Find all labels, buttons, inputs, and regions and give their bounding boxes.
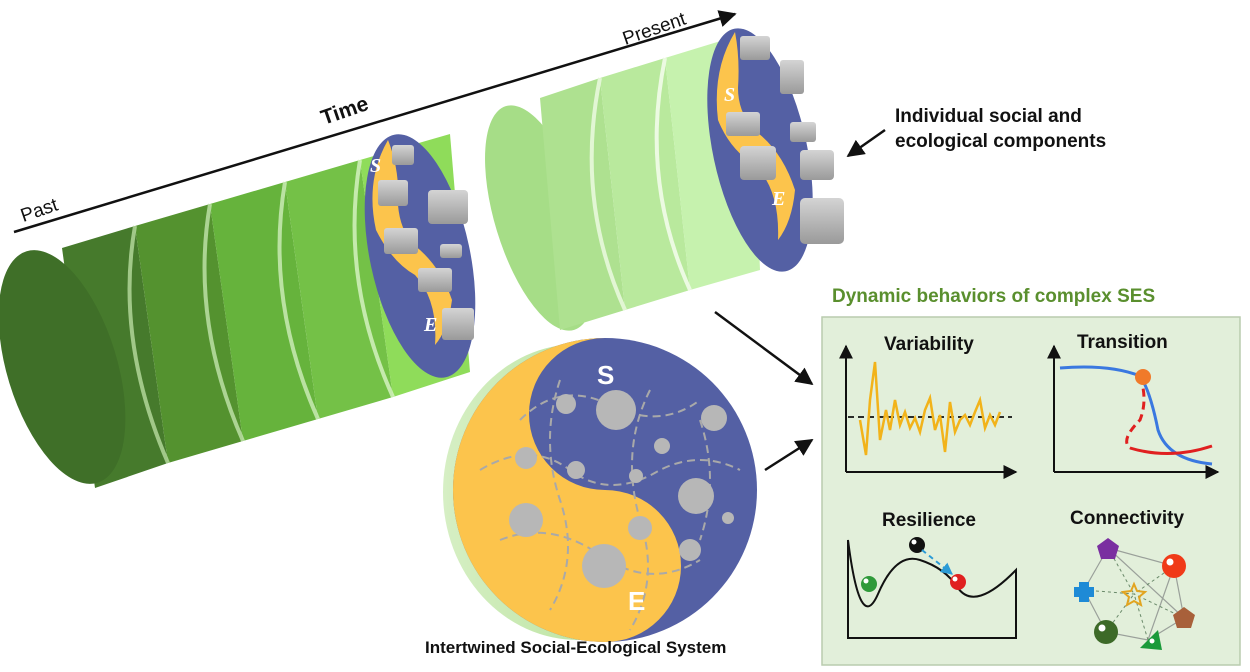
past-cylinder <box>0 134 476 488</box>
present-social-letter: S <box>724 84 736 106</box>
resilience-title: Resilience <box>882 510 976 531</box>
connectivity-network <box>1074 538 1195 650</box>
cylinder-to-panel-arrow <box>714 310 814 386</box>
ses-social-letter: S <box>597 360 615 390</box>
transition-chart <box>1047 344 1220 479</box>
resilience-chart <box>847 537 1017 639</box>
components-label: Individual social and ecological compone… <box>895 106 1107 152</box>
dynamics-title: Dynamic behaviors of complex SES <box>832 286 1156 307</box>
present-cylinder <box>485 28 844 331</box>
connectivity-title: Connectivity <box>1070 508 1185 529</box>
present-component-pegs <box>726 36 844 244</box>
present-ecological-letter: E <box>772 188 786 210</box>
variability-title: Variability <box>884 334 974 355</box>
system-to-panel-arrow <box>764 438 814 472</box>
ses-component-nodes <box>509 390 734 588</box>
time-axis-arrow <box>13 10 737 234</box>
variability-chart <box>839 344 1018 479</box>
past-ecological-letter: E <box>424 314 438 336</box>
ses-disc <box>443 338 757 642</box>
dynamics-panel <box>821 316 1241 666</box>
past-social-letter: S <box>370 155 382 177</box>
components-pointer <box>846 128 886 158</box>
system-label: Intertwined Social-Ecological System <box>425 638 727 657</box>
transition-title: Transition <box>1077 332 1168 353</box>
ses-ecological-letter: E <box>628 586 646 616</box>
past-component-pegs <box>378 145 474 340</box>
